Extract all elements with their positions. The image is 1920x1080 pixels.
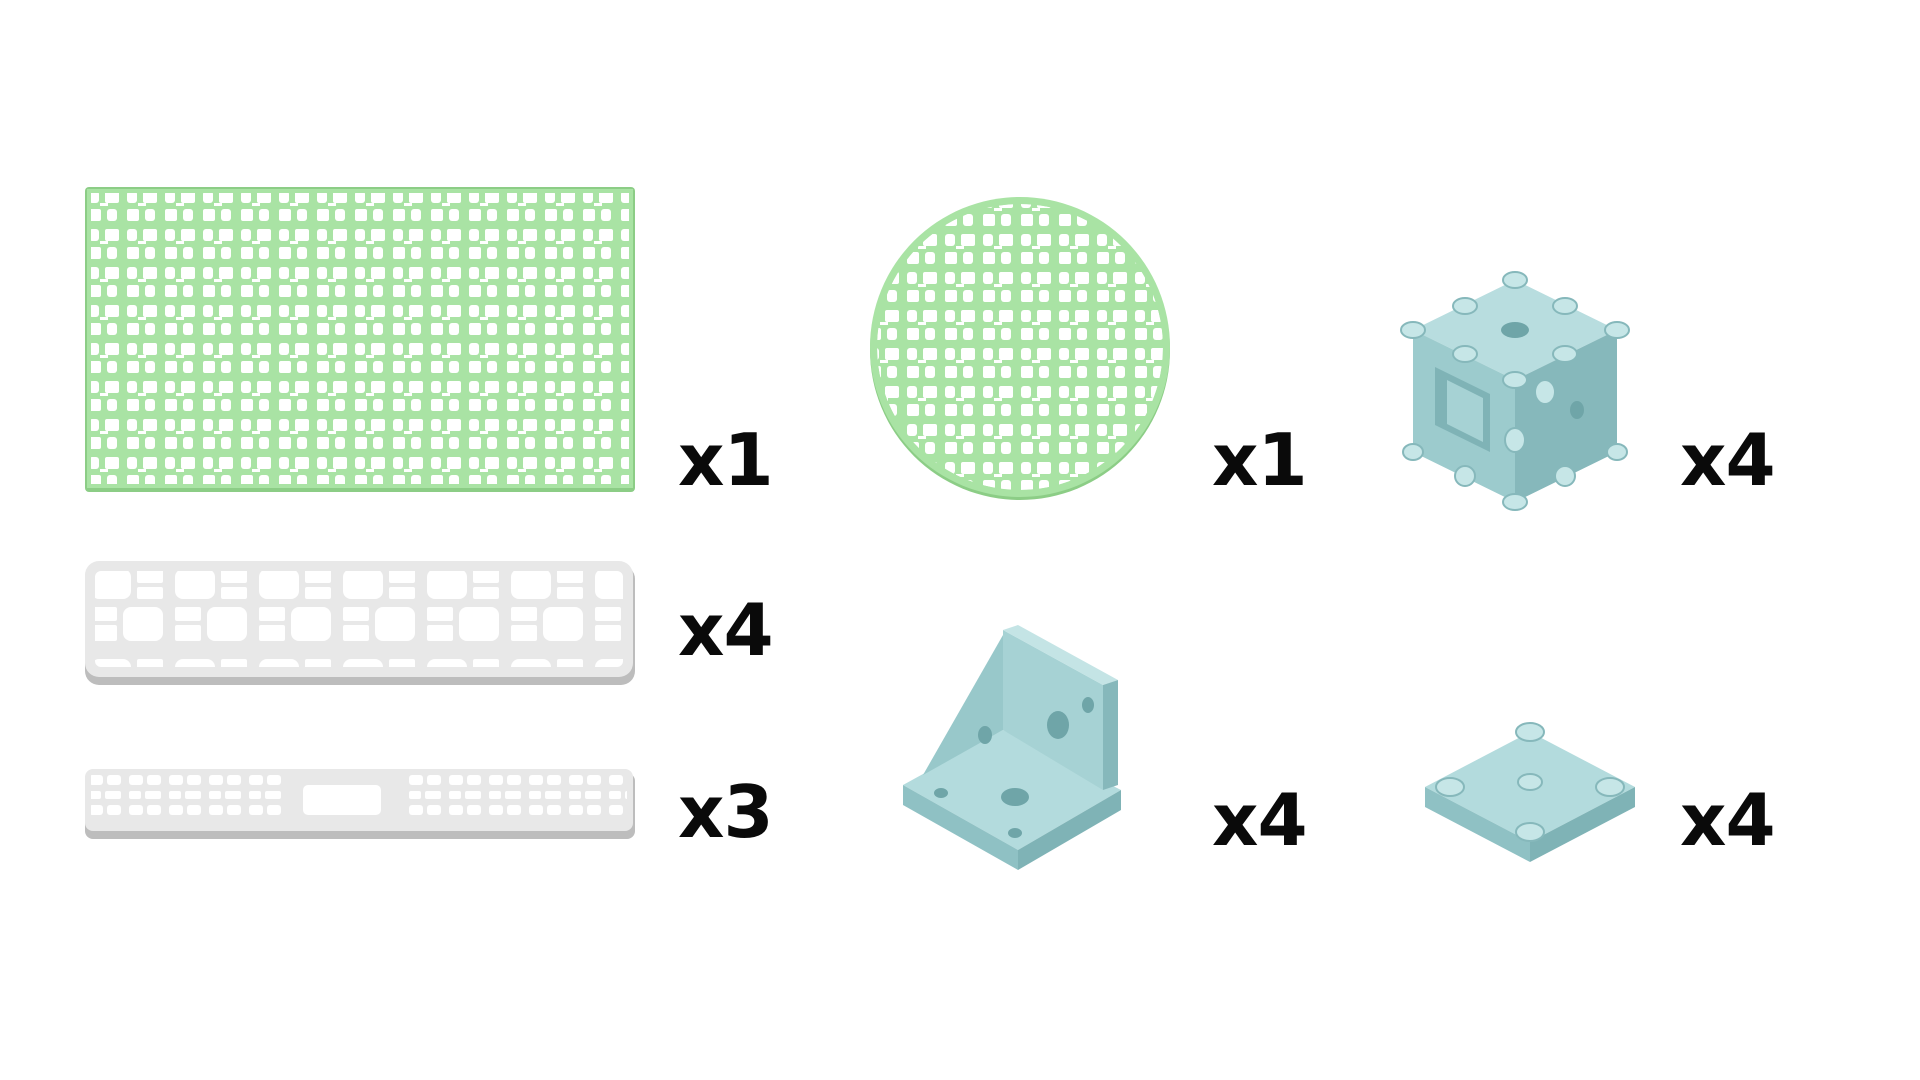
quantity-label: x4 — [1680, 778, 1776, 862]
connector-cube-icon — [1400, 262, 1630, 512]
quantity-label: x4 — [678, 588, 774, 672]
corner-bracket-icon — [903, 625, 1123, 875]
quantity-label: x4 — [1680, 418, 1776, 502]
round-grid-plate-icon — [865, 192, 1175, 502]
quantity-label: x4 — [1212, 778, 1308, 862]
quantity-label: x1 — [678, 418, 774, 502]
quantity-label: x3 — [678, 770, 774, 854]
grid-strip-icon — [85, 561, 635, 685]
rect-grid-plate-icon — [85, 187, 635, 492]
slotted-strip-icon — [85, 769, 635, 839]
square-base-icon — [1420, 712, 1640, 872]
quantity-label: x1 — [1212, 418, 1308, 502]
